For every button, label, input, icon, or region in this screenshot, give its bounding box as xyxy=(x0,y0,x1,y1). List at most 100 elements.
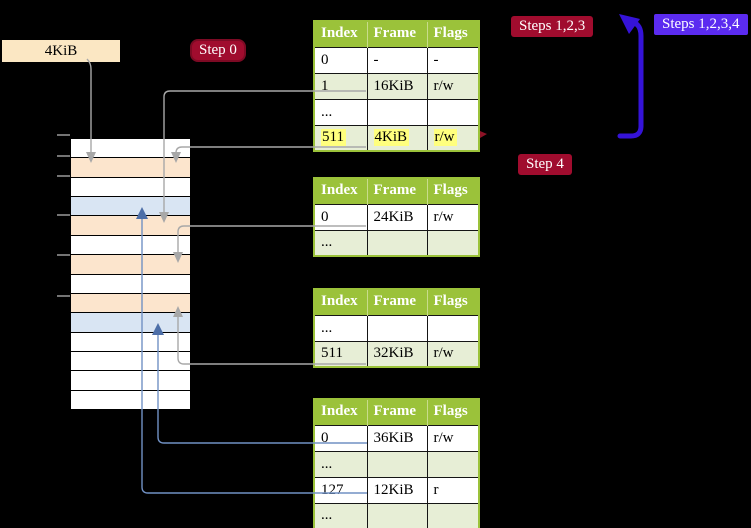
table-row: ... xyxy=(313,229,480,257)
table-cell xyxy=(426,314,480,342)
red-marker-icon xyxy=(480,131,487,138)
table-cell: 511 xyxy=(313,340,368,368)
steps123-badge: Steps 1,2,3 xyxy=(511,16,594,37)
table-cell: ... xyxy=(313,98,368,126)
step0-badge: Step 0 xyxy=(190,39,246,62)
memory-row-white xyxy=(71,274,190,294)
step0-label: Step 0 xyxy=(199,42,237,58)
memory-row-white xyxy=(71,371,190,391)
column-header: Frame xyxy=(366,289,427,315)
column-header: Flags xyxy=(426,178,479,204)
table-cell xyxy=(366,450,428,478)
table-cell: 127 xyxy=(313,476,368,504)
table-cell: 1 xyxy=(313,72,368,100)
column-header: Flags xyxy=(426,21,479,47)
memory-row-white xyxy=(71,332,190,352)
table-cell: ... xyxy=(313,450,368,478)
column-header: Flags xyxy=(426,399,479,425)
table-cell: 0 xyxy=(313,203,368,231)
table-cell xyxy=(426,98,480,126)
column-header: Flags xyxy=(426,289,479,315)
table-cell: r/w xyxy=(426,124,480,152)
memory-row-peach xyxy=(71,255,190,275)
column-header: Index xyxy=(314,21,367,47)
table-cell: r/w xyxy=(426,424,480,452)
table-cell xyxy=(426,502,480,528)
memory-stack xyxy=(70,138,191,410)
column-header: Frame xyxy=(366,178,427,204)
memory-row-white xyxy=(71,390,190,410)
step4-label: Step 4 xyxy=(526,156,564,172)
memory-row-peach xyxy=(71,158,190,178)
table-row: 511 4KiB r/w xyxy=(313,124,480,152)
memory-row-peach xyxy=(71,216,190,236)
table-cell xyxy=(366,229,428,257)
table-cell: 32KiB xyxy=(366,340,428,368)
highlighted-value: 4KiB xyxy=(373,129,410,147)
table-cell: 36KiB xyxy=(366,424,428,452)
column-header: Index xyxy=(314,399,367,425)
column-header: Frame xyxy=(366,21,427,47)
steps123-label: Steps 1,2,3 xyxy=(519,18,586,34)
memory-row-blue xyxy=(71,313,190,333)
table-cell xyxy=(366,502,428,528)
arrowhead-upleft-icon xyxy=(619,14,640,34)
table-cell: 24KiB xyxy=(366,203,428,231)
highlighted-value: r/w xyxy=(433,129,457,147)
table-cell xyxy=(426,450,480,478)
column-header: Index xyxy=(314,178,367,204)
memory-row-white xyxy=(71,235,190,256)
highlighted-value: 511 xyxy=(321,129,346,147)
table-cell: ... xyxy=(313,314,368,342)
table-cell: r/w xyxy=(426,72,480,100)
table-cell: - xyxy=(426,46,480,74)
table-cell: 0 xyxy=(313,46,368,74)
steps-arrow-shaft xyxy=(617,19,644,139)
table-cell: 12KiB xyxy=(366,476,428,504)
step4-badge: Step 4 xyxy=(518,154,572,175)
table-cell: r xyxy=(426,476,480,504)
column-header: Index xyxy=(314,289,367,315)
table-cell xyxy=(366,98,428,126)
table-cell: 511 xyxy=(313,124,368,152)
memory-row-white xyxy=(71,177,190,198)
table-cell: ... xyxy=(313,502,368,528)
page-size-label-box: 4KiB xyxy=(2,40,120,62)
memory-tick-marks xyxy=(57,134,70,297)
table-row: ... xyxy=(313,502,480,528)
table-cell: 16KiB xyxy=(366,72,428,100)
table-row: ... xyxy=(313,98,480,126)
page-size-label: 4KiB xyxy=(44,42,78,59)
table-cell: r/w xyxy=(426,203,480,231)
table-cell: 4KiB xyxy=(366,124,428,152)
table-cell: - xyxy=(366,46,428,74)
table-cell: r/w xyxy=(426,340,480,368)
memory-row-peach xyxy=(71,293,190,314)
memory-row-white xyxy=(71,139,190,159)
table-row: 0-- xyxy=(313,46,480,74)
table-cell: ... xyxy=(313,229,368,257)
steps1234-badge: Steps 1,2,3,4 xyxy=(654,14,748,35)
table-cell: 0 xyxy=(313,424,368,452)
steps-big-arrow xyxy=(617,14,644,139)
memory-row-white xyxy=(71,351,190,372)
memory-row-blue xyxy=(71,197,190,217)
table-cell xyxy=(366,314,428,342)
table-cell xyxy=(426,229,480,257)
column-header: Frame xyxy=(366,399,427,425)
table-row: ... xyxy=(313,450,480,478)
